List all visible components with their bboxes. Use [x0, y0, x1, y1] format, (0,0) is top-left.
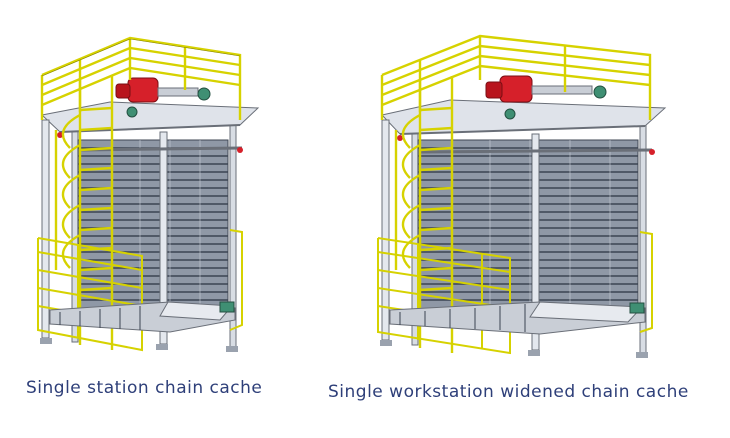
caption-single-station: Single station chain cache: [26, 378, 263, 398]
front-column-left: [41, 119, 50, 339]
shelf-stack: [417, 139, 639, 316]
drive-motor: [115, 77, 211, 118]
top-railing: [380, 34, 652, 120]
single-station-chain-cache-render: [37, 36, 260, 352]
single-workstation-widened-chain-cache-render: [377, 34, 667, 358]
single-station-panel: Single station chain cache: [0, 0, 330, 438]
caption-single-workstation-widened: Single workstation widened chain cache: [328, 382, 689, 402]
drive-motor: [485, 75, 607, 120]
single-workstation-widened-panel: Single workstation widened chain cache: [328, 0, 730, 438]
